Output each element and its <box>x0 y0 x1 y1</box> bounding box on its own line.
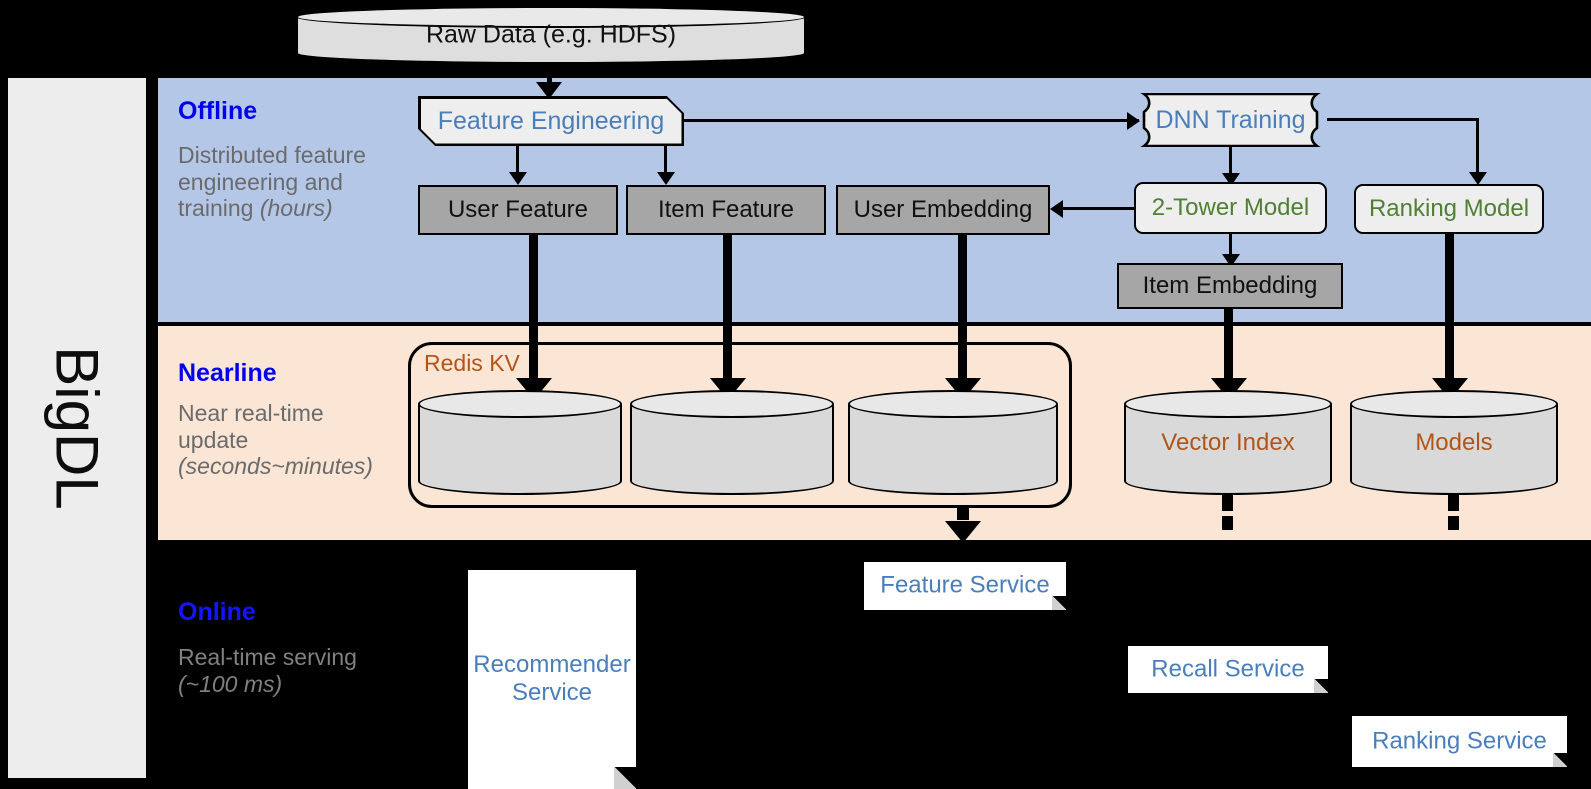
feature-engineering-label: Feature Engineering <box>437 107 665 135</box>
cylinder-bottom-mask <box>298 41 804 53</box>
cylinder-top <box>1350 390 1558 418</box>
store-models[interactable]: Models <box>1350 390 1558 495</box>
arrowhead-redis-featureservice <box>945 521 981 543</box>
bigdl-label: BigDL <box>43 346 111 510</box>
arrowhead-fe-itemfeature <box>657 172 675 185</box>
offline-desc-main: Distributed feature engineering and trai… <box>178 142 366 222</box>
node-two-tower-model[interactable]: 2-Tower Model <box>1134 182 1327 234</box>
arrowhead-dnn-ranking <box>1469 172 1487 185</box>
nearline-title: Nearline <box>178 359 277 387</box>
user-feature-label: User Feature <box>447 195 589 223</box>
connector-twotower-userembedding <box>1063 207 1135 210</box>
node-feature-service[interactable]: Feature Service <box>864 562 1066 610</box>
online-desc-main: Real-time serving <box>178 644 357 670</box>
vector-index-label: Vector Index <box>1161 428 1295 456</box>
pipe-user-embedding <box>958 235 967 390</box>
offline-description: Distributed feature engineering and trai… <box>178 142 393 222</box>
bigdl-rail: BigDL <box>8 78 146 778</box>
nearline-desc-main: Near real-time update <box>178 400 324 453</box>
online-title: Online <box>178 598 256 626</box>
cylinder-top <box>630 390 834 418</box>
online-description: Real-time serving (~100 ms) <box>178 644 393 697</box>
cylinder-bottom-mask <box>850 465 1056 481</box>
connector-dnn-ranking-h <box>1327 118 1479 121</box>
cylinder-bottom-mask <box>1126 465 1330 481</box>
node-item-embedding[interactable]: Item Embedding <box>1117 263 1343 309</box>
raw-data-label: Raw Data (e.g. HDFS) <box>425 20 677 49</box>
store-user-embedding[interactable] <box>848 390 1058 495</box>
pipe-user-feature <box>529 235 538 390</box>
node-recall-service[interactable]: Recall Service <box>1128 646 1328 693</box>
arrowhead-rawdata-fe <box>536 82 562 99</box>
cylinder-bottom-mask <box>1352 465 1556 481</box>
note-fold-corner <box>614 767 636 789</box>
pipe-ranking-model <box>1445 234 1454 391</box>
ranking-model-label: Ranking Model <box>1368 194 1530 222</box>
offline-desc-em: (hours) <box>259 195 333 222</box>
dnn-training-label: DNN Training <box>1155 106 1306 134</box>
cylinder-top <box>418 390 622 418</box>
node-user-embedding[interactable]: User Embedding <box>836 185 1050 235</box>
two-tower-model-label: 2-Tower Model <box>1151 193 1310 221</box>
node-item-feature[interactable]: Item Feature <box>626 185 826 235</box>
node-ranking-model[interactable]: Ranking Model <box>1354 184 1544 234</box>
cylinder-top <box>848 390 1058 418</box>
note-fold-corner <box>1553 753 1567 767</box>
pipe-item-feature <box>723 235 732 390</box>
store-vector-index[interactable]: Vector Index <box>1124 390 1332 495</box>
item-embedding-label: Item Embedding <box>1142 271 1318 299</box>
node-recommender-service[interactable]: Recommender Service <box>468 570 636 789</box>
node-feature-engineering[interactable]: Feature Engineering <box>418 96 684 146</box>
item-feature-label: Item Feature <box>657 195 795 223</box>
online-desc-em: (~100 ms) <box>178 670 283 697</box>
connector-twotower-itememb <box>1229 234 1232 260</box>
connector-dnn-ranking-v <box>1476 118 1479 176</box>
store-user-feature[interactable] <box>418 390 622 495</box>
recall-service-label: Recall Service <box>1151 655 1305 683</box>
nearline-desc-em: (seconds~minutes) <box>178 453 373 480</box>
arrowhead-twotower-userembedding <box>1050 200 1063 218</box>
arrowhead-fe-dnn <box>1127 112 1140 130</box>
raw-data-store: Raw Data (e.g. HDFS) <box>296 6 806 64</box>
note-fold-corner <box>1052 596 1066 610</box>
redis-kv-container <box>408 342 1072 508</box>
note-fold-corner <box>1314 679 1328 693</box>
connector-vectorindex-recall-seg1 <box>1222 495 1233 511</box>
store-item-feature[interactable] <box>630 390 834 495</box>
node-user-feature[interactable]: User Feature <box>418 185 618 235</box>
models-label: Models <box>1415 428 1493 456</box>
cylinder-top <box>1124 390 1332 418</box>
pipe-item-embedding <box>1224 309 1233 391</box>
recommender-service-label: Recommender Service <box>473 650 631 707</box>
dnn-training-shape <box>1134 93 1327 147</box>
connector-fe-userfeature <box>516 146 519 176</box>
node-ranking-service[interactable]: Ranking Service <box>1352 716 1567 767</box>
ranking-service-label: Ranking Service <box>1372 727 1547 755</box>
cylinder-bottom-mask <box>632 465 832 481</box>
connector-models-ranking-seg1 <box>1448 495 1459 511</box>
feature-service-label: Feature Service <box>880 571 1050 599</box>
node-dnn-training[interactable]: DNN Training <box>1134 93 1327 147</box>
connector-dnn-twotower <box>1229 147 1232 177</box>
connector-fe-itemfeature <box>664 146 667 176</box>
nearline-description: Near real-time update (seconds~minutes) <box>178 400 393 480</box>
connector-vectorindex-recall-seg2 <box>1222 516 1233 530</box>
redis-kv-label: Redis KV <box>424 350 520 376</box>
cylinder-top <box>296 6 806 28</box>
connector-rawdata-fe <box>547 62 552 86</box>
user-embedding-label: User Embedding <box>853 195 1033 223</box>
cylinder-bottom-mask <box>420 465 620 481</box>
connector-models-ranking-seg2 <box>1448 516 1459 530</box>
offline-title: Offline <box>178 97 258 125</box>
arrowhead-fe-userfeature <box>509 172 527 185</box>
connector-redis-featureservice-seg <box>957 508 969 520</box>
connector-fe-dnn <box>684 119 1139 122</box>
